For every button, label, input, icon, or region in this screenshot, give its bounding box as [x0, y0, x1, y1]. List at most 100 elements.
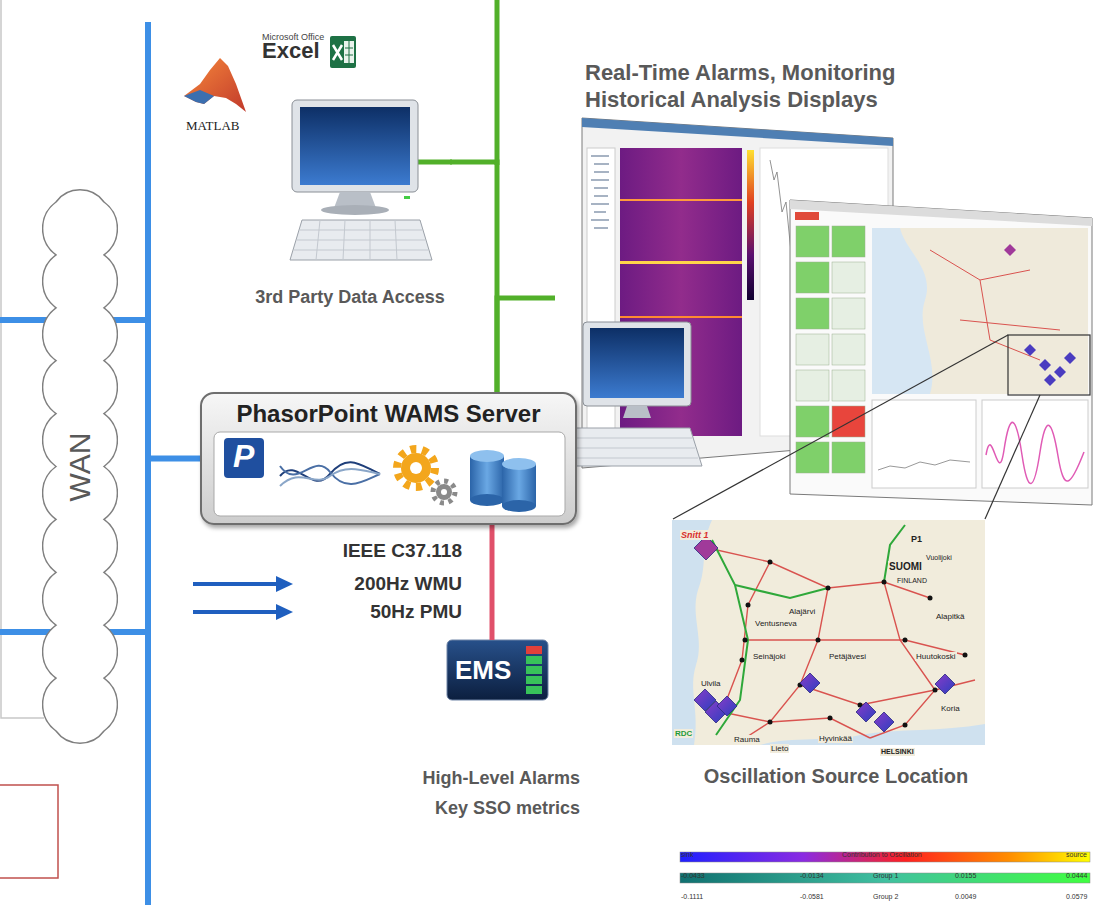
display-screenshot: [582, 118, 893, 146]
place-name: HELSINKI: [880, 740, 915, 758]
matlab-logo: [184, 90, 214, 104]
display-screenshot: [796, 226, 829, 257]
finland-map: [933, 688, 938, 693]
finland-map: [768, 560, 773, 565]
server-illustration: [433, 481, 455, 503]
place-name: RDC: [674, 729, 693, 738]
display-screenshot: [796, 298, 829, 329]
display-screenshot: [582, 118, 893, 468]
scale-value: -0.0134: [800, 864, 824, 882]
server-illustration: [224, 438, 264, 478]
finland-map: [760, 724, 985, 745]
logo-letter: P: [233, 437, 254, 475]
display-screenshot: [878, 460, 970, 470]
display-screenshot: [872, 228, 1088, 394]
finland-map: [717, 696, 737, 716]
place-name: Petäjävesi: [828, 645, 867, 663]
server-illustration: [280, 469, 380, 486]
display-screenshot: [620, 199, 742, 201]
finland-map: [826, 586, 831, 591]
place-name: Seinäjoki: [752, 652, 786, 661]
place-name: Alapitkä: [935, 605, 965, 623]
brand-name: Excel: [262, 38, 320, 64]
scale-value: 0.0155: [955, 864, 976, 882]
finland-map: [746, 603, 751, 608]
scale-value: -0.1111: [681, 893, 703, 901]
zoom-lines: [673, 335, 1008, 519]
scale-value: -0.0134: [800, 872, 824, 880]
computer-icon: [294, 220, 428, 260]
excel-icon: [344, 41, 354, 63]
place-name: Lieto: [770, 744, 789, 753]
scale-value: 0.0579: [1066, 893, 1087, 901]
display-screenshot: [1039, 359, 1051, 371]
scale-value: -0.0581: [800, 885, 824, 903]
scale-value: Group 1: [873, 872, 898, 880]
signal-name: 200Hz WMU: [354, 573, 462, 595]
network-bus: [0, 22, 148, 905]
signal-name: IEEE C37.118: [242, 540, 462, 562]
place-name: SUOMI: [888, 561, 923, 572]
place-name: Alajärvi: [788, 607, 816, 616]
finland-map: [743, 638, 748, 643]
display-screenshot: [832, 406, 865, 437]
node-title: EMS: [405, 640, 580, 700]
node-caption: High-Level Alarms Key SSO metrics: [405, 763, 580, 823]
display-screenshot: [872, 400, 976, 488]
finland-map: [800, 673, 820, 693]
display-screenshot: [790, 200, 1092, 505]
display-screenshot: [1064, 352, 1076, 364]
computer-icon: [404, 196, 410, 199]
finland-map: [712, 525, 905, 735]
excel-icon: [345, 41, 353, 63]
server-illustration: [401, 453, 431, 483]
place-name: Alajärvi: [788, 600, 816, 618]
excel-icon: [330, 36, 356, 68]
finland-map: [742, 588, 828, 740]
zoom-lines: [985, 395, 1040, 519]
display-screenshot: [832, 298, 865, 329]
place-name: Hyvinkää: [818, 734, 853, 743]
matlab-logo: [184, 58, 246, 112]
input-arrow: [193, 576, 293, 620]
place-name: Rauma: [733, 728, 761, 746]
place-name: Vuolijoki: [925, 554, 953, 562]
finland-map: [720, 560, 968, 728]
zoom-lines: [673, 335, 1090, 519]
place-name: Ulvila: [700, 672, 722, 690]
finland-map: [722, 562, 770, 712]
place-name: Lieto: [770, 737, 789, 755]
zoom-lines: [1008, 335, 1090, 395]
network-link: [450, 162, 497, 392]
finland-map: [903, 723, 908, 728]
input-arrow: [276, 604, 293, 620]
network-cloud: WAN: [42, 188, 118, 745]
logo-letter: P: [233, 437, 254, 475]
place-name: P1: [910, 534, 923, 544]
scale-value: Group 2: [873, 885, 898, 903]
ems-icon: [526, 666, 542, 674]
scale-value: 0.0155: [955, 872, 976, 880]
scale-value: Contribution to Oscillation: [842, 843, 922, 861]
display-screenshot: [1044, 374, 1056, 386]
display-screenshot: [796, 406, 829, 437]
scale-value: Contribution to Oscillation: [842, 851, 922, 859]
server-illustration: [441, 489, 447, 495]
excel-icon: [333, 45, 342, 60]
monitor-icon: [623, 406, 651, 418]
display-screenshot: [930, 250, 1060, 360]
display-screenshot: [832, 334, 865, 365]
display-screenshot: [796, 334, 829, 365]
node-title: Real-Time Alarms, Monitoring Historical …: [585, 59, 965, 113]
signal-name: IEEE C37.118: [343, 540, 462, 562]
server-illustration: [214, 432, 565, 516]
computer-icon: [290, 100, 432, 260]
place-name: Petäjävesi: [828, 652, 867, 661]
display-screenshot: [982, 400, 1088, 488]
display-screenshot: [832, 262, 865, 293]
display-screenshot: [832, 370, 865, 401]
finland-map: [768, 720, 773, 725]
server-illustration: [502, 458, 536, 470]
contribution-colorbar: [680, 852, 1090, 883]
